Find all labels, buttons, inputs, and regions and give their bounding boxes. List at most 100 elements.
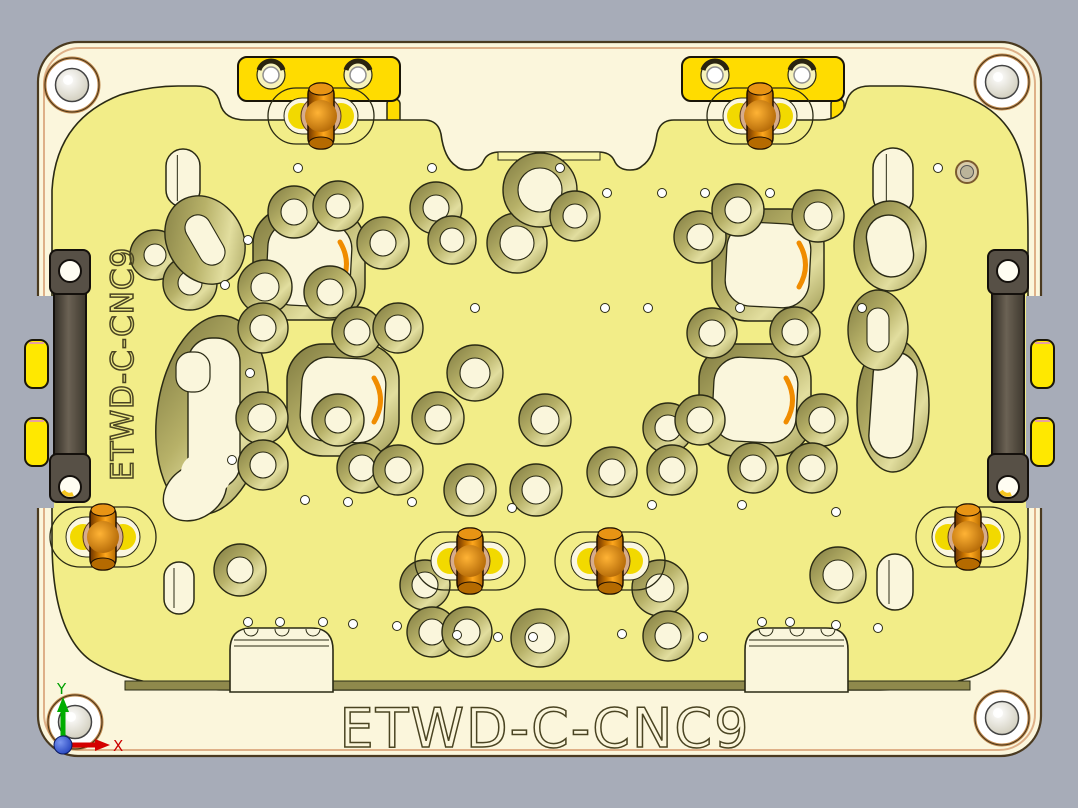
boss-hole — [369, 229, 397, 257]
boss-hole — [226, 556, 254, 584]
pin-bottom-cap — [747, 136, 773, 150]
boss-hole — [739, 454, 767, 482]
small-hole — [765, 188, 775, 198]
left-blob-lobe — [175, 351, 211, 393]
clamp-bar — [237, 56, 401, 184]
side-bar-bolt-glint — [61, 489, 74, 497]
small-hole — [600, 303, 610, 313]
small-hole — [647, 500, 657, 510]
coordinate-triad: X Y — [53, 680, 123, 755]
orange-pin-crescent — [783, 375, 795, 425]
small-hole — [698, 632, 708, 642]
side-yellow-tabs — [24, 339, 1055, 467]
part-number-engraving-bottom: ETWD-C-CNC9 — [340, 697, 751, 760]
small-hole — [427, 163, 437, 173]
small-hole — [275, 617, 285, 627]
orange-pin-crescent — [796, 240, 808, 290]
corner-bolt-highlight — [993, 708, 1003, 718]
small-hole — [407, 497, 417, 507]
small-hole — [243, 617, 253, 627]
bean-pocket — [853, 200, 927, 292]
stadium-pocket-cavity — [163, 561, 195, 615]
clamp-hole — [706, 66, 724, 84]
inner-plate-side-edge-band — [124, 680, 971, 691]
small-counterbore-hole — [960, 165, 974, 179]
small-hole — [617, 629, 627, 639]
pin-top-cap — [90, 503, 116, 517]
side-clamp-bars — [49, 249, 1029, 503]
clamp-hole-shadow — [343, 58, 373, 71]
machined-pockets — [163, 147, 930, 615]
small-hole — [528, 632, 538, 642]
bottom-pocket — [744, 627, 849, 693]
small-hole — [643, 303, 653, 313]
orange-pin-assembly — [915, 503, 1021, 571]
side-tab — [24, 417, 49, 467]
pin-sphere — [87, 521, 119, 553]
bottom-pocket-notch — [789, 628, 805, 637]
small-counterbore — [955, 160, 979, 184]
corner-bolt — [43, 56, 101, 114]
pin-sphere — [744, 100, 776, 132]
orange-pin-assembly — [267, 82, 375, 150]
boss-hole — [325, 193, 351, 219]
bottom-pocket-cavity — [744, 627, 849, 693]
small-hole — [243, 235, 253, 245]
pin-sphere — [952, 521, 984, 553]
corner-bolt-highlight — [993, 72, 1003, 82]
orange-pin-assembly — [414, 527, 526, 595]
pin-top-cap — [308, 82, 334, 96]
small-hole — [392, 621, 402, 631]
boss-hole — [781, 318, 809, 346]
oval-boss-hole — [866, 307, 890, 353]
boss-hole — [249, 451, 277, 479]
boss-hole — [459, 357, 491, 389]
pin-bottom-cap — [308, 136, 334, 150]
corner-bolt-rim — [44, 57, 100, 113]
small-hole — [873, 623, 883, 633]
pin-bottom-cap — [457, 581, 483, 595]
corner-bolt-head — [984, 700, 1020, 736]
small-hole — [785, 617, 795, 627]
boss-hole — [280, 198, 308, 226]
small-hole — [657, 188, 667, 198]
side-tab — [1030, 339, 1055, 389]
boss-hole — [521, 475, 551, 505]
small-hole — [300, 495, 310, 505]
stadium-pocket — [163, 561, 195, 615]
cloverleaf-hole — [711, 356, 799, 444]
corner-bolt — [973, 689, 1031, 747]
corner-bolt-head — [57, 704, 93, 740]
pin-bottom-cap — [597, 581, 623, 595]
boss-hole — [517, 167, 563, 213]
stadium-pocket-cavity — [876, 553, 914, 611]
boss-hole — [562, 203, 588, 229]
pin-sphere — [454, 545, 486, 577]
bottom-pocket-notch — [820, 628, 836, 637]
boss-hole — [348, 454, 376, 482]
boss-hole — [418, 618, 446, 646]
boss-hole — [658, 456, 686, 484]
boss-hole — [686, 406, 714, 434]
boss-hole — [686, 223, 714, 251]
side-bar-bolt — [996, 259, 1020, 283]
corner-bolt-head — [984, 64, 1020, 100]
boss-hole — [384, 314, 412, 342]
small-hole — [757, 617, 767, 627]
pin-bottom-cap — [955, 557, 981, 571]
bottom-pocket-notch — [758, 628, 774, 637]
boss-hole — [343, 318, 371, 346]
pin-sphere — [594, 545, 626, 577]
boss-hole — [439, 227, 465, 253]
pin-top-cap — [597, 527, 623, 541]
side-bar-bolt — [58, 259, 82, 283]
orange-pin-crescent — [371, 375, 383, 425]
bottom-pocket-notch — [243, 628, 259, 637]
side-clamp-bar — [49, 249, 91, 503]
boss-hole — [803, 201, 833, 231]
small-holes — [220, 163, 943, 642]
side-bar-bolt-glint — [999, 489, 1012, 497]
left-blob-join — [180, 450, 232, 498]
